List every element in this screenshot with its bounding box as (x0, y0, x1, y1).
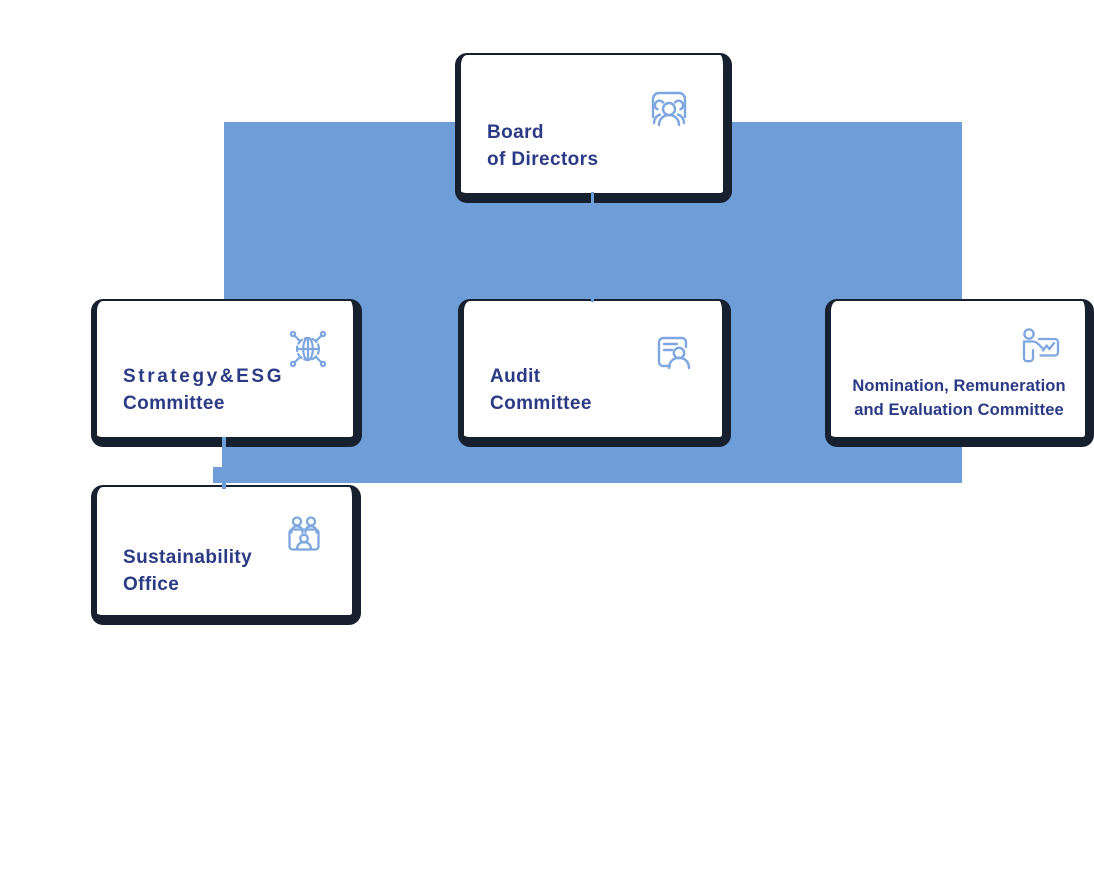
node-title-line1: Audit (490, 366, 541, 387)
presenter-chart-icon (1017, 325, 1065, 373)
document-person-icon (649, 328, 697, 376)
globe-network-icon (284, 325, 332, 373)
node-audit-committee: Audit Committee (458, 299, 731, 447)
node-title-line1: Nomination, Remuneration (852, 377, 1066, 395)
node-title-line2: of Directors (487, 149, 599, 170)
connector-stem-sustainability (222, 437, 226, 489)
node-sustainability-office: Sustainability Office (91, 485, 361, 625)
node-title-line1: Sustainability (123, 547, 253, 568)
node-title-line1: Board (487, 122, 544, 143)
node-nomination-remuneration-evaluation-committee: Nomination, Remuneration and Evaluation … (825, 299, 1094, 447)
node-title: Strategy&ESG Committee (123, 363, 284, 417)
node-board-of-directors: Board of Directors (455, 53, 732, 203)
node-title-line2: Committee (490, 393, 592, 414)
connector-stem-board (591, 192, 594, 302)
node-title-line2: and Evaluation Committee (854, 401, 1064, 419)
node-title: Nomination, Remuneration and Evaluation … (837, 374, 1081, 422)
node-title-line2: Committee (123, 393, 225, 414)
people-group-icon (645, 85, 693, 133)
node-title-line2: Office (123, 574, 180, 595)
node-title: Audit Committee (490, 363, 592, 417)
node-title: Sustainability Office (123, 544, 252, 598)
node-title: Board of Directors (487, 119, 598, 173)
node-title-line1: Strategy&ESG (123, 366, 285, 387)
meeting-people-icon (280, 512, 328, 560)
connector-bar-extension (213, 467, 224, 483)
node-strategy-esg-committee: Strategy&ESG Committee (91, 299, 362, 447)
